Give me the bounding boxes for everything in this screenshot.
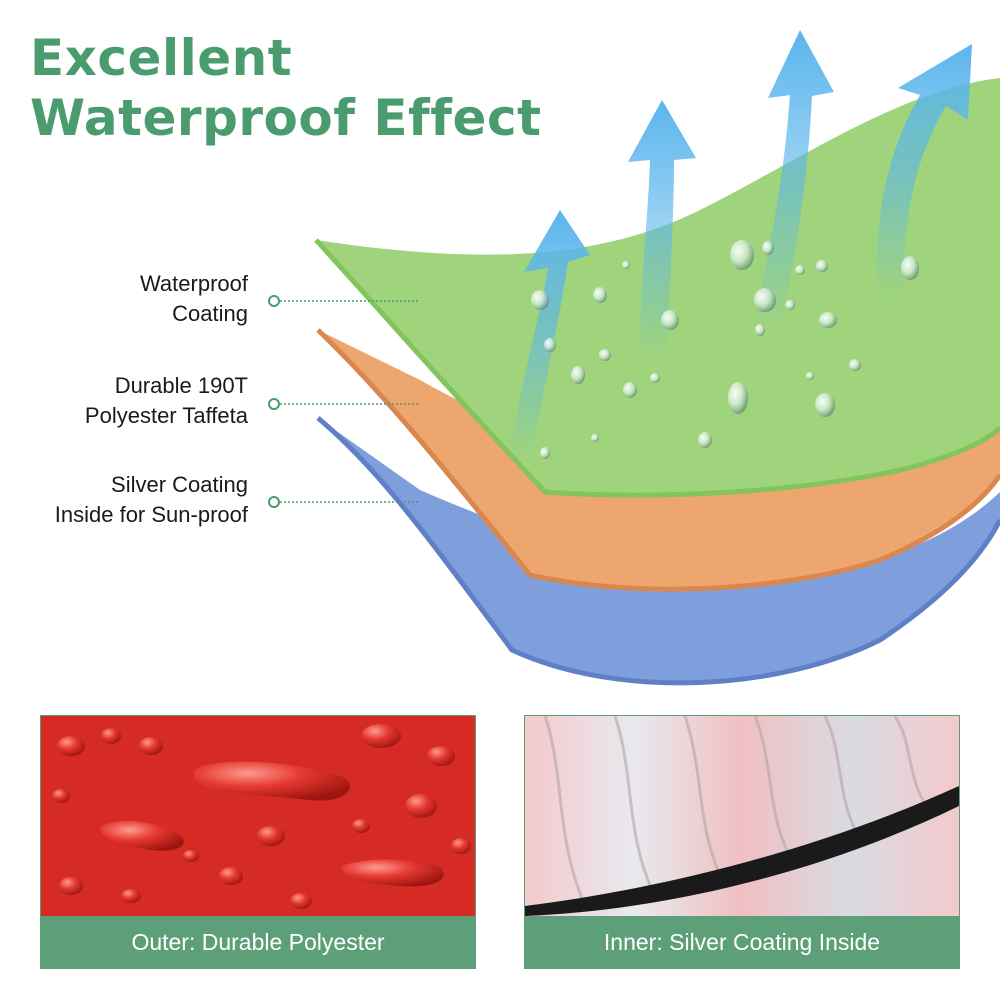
water-drops bbox=[531, 240, 919, 459]
water-drop-icon bbox=[52, 789, 70, 803]
connector-dot-icon bbox=[268, 398, 280, 410]
water-drop-icon bbox=[795, 265, 805, 275]
waterproof-coating-edge bbox=[314, 238, 1000, 498]
vapor-arrow-icon bbox=[876, 44, 972, 300]
water-drop-icon bbox=[57, 736, 85, 756]
vapor-arrow-icon bbox=[752, 30, 834, 330]
water-drop-icon bbox=[698, 432, 712, 448]
water-drop-icon bbox=[816, 260, 828, 272]
label-polyester-taffeta: Durable 190T Polyester Taffeta bbox=[85, 371, 248, 431]
silver-coating-edge bbox=[316, 416, 1000, 686]
elastic-hem bbox=[525, 786, 959, 916]
connector-dot-icon bbox=[268, 496, 280, 508]
connector-dot-icon bbox=[268, 295, 280, 307]
vapor-arrow-icon bbox=[628, 100, 696, 360]
water-drop-icon bbox=[257, 826, 285, 846]
label-line-1: Durable 190T bbox=[114, 373, 248, 398]
water-drop-icon bbox=[661, 310, 679, 330]
water-drop-icon bbox=[650, 373, 660, 383]
water-drop-icon bbox=[571, 366, 585, 384]
water-drop-icon bbox=[755, 324, 765, 336]
water-drop-icon bbox=[815, 393, 835, 417]
water-drop-icon bbox=[121, 889, 141, 903]
water-drop-icon bbox=[139, 737, 163, 755]
water-drop-icon bbox=[591, 434, 599, 442]
water-drops bbox=[52, 724, 471, 909]
headline-line-2: Waterproof Effect bbox=[30, 89, 542, 147]
headline-line-1: Excellent bbox=[30, 29, 293, 87]
vapor-arrows bbox=[510, 30, 972, 460]
inner-fabric-caption: Inner: Silver Coating Inside bbox=[525, 916, 959, 968]
water-drop-icon bbox=[762, 241, 774, 255]
water-drop-icon bbox=[451, 838, 471, 854]
label-line-2: Coating bbox=[172, 301, 248, 326]
fabric-layers-illustration bbox=[280, 30, 1000, 686]
inner-fabric-photo bbox=[525, 716, 959, 916]
water-drop-icon bbox=[341, 859, 444, 887]
label-waterproof-coating: Waterproof Coating bbox=[140, 269, 248, 329]
water-drop-icon bbox=[531, 290, 549, 310]
water-drop-icon bbox=[599, 349, 611, 361]
headline: Excellent Waterproof Effect bbox=[30, 28, 542, 148]
water-drop-icon bbox=[540, 447, 550, 459]
water-drop-icon bbox=[544, 338, 556, 352]
outer-fabric-photo bbox=[41, 716, 475, 916]
inner-fabric-panel: Inner: Silver Coating Inside bbox=[524, 715, 960, 969]
water-drop-icon bbox=[730, 240, 754, 270]
label-silver-coating: Silver Coating Inside for Sun-proof bbox=[55, 470, 248, 530]
water-drop-icon bbox=[901, 256, 919, 280]
polyester-taffeta-edge bbox=[316, 328, 1000, 592]
outer-fabric-caption: Outer: Durable Polyester bbox=[41, 916, 475, 968]
water-drop-icon bbox=[754, 288, 776, 312]
outer-fabric-panel: Outer: Durable Polyester bbox=[40, 715, 476, 969]
label-line-2: Polyester Taffeta bbox=[84, 403, 248, 428]
water-drop-icon bbox=[623, 382, 637, 398]
water-drop-icon bbox=[193, 761, 350, 801]
vapor-arrow-icon bbox=[510, 210, 590, 460]
water-drop-icon bbox=[183, 850, 199, 862]
water-drop-icon bbox=[622, 261, 630, 269]
water-drop-icon bbox=[593, 287, 607, 303]
water-drop-icon bbox=[849, 359, 861, 371]
water-drop-icon bbox=[100, 821, 184, 851]
water-drop-icon bbox=[728, 382, 748, 414]
label-line-1: Silver Coating bbox=[111, 472, 248, 497]
label-line-2: Inside for Sun-proof bbox=[54, 502, 248, 527]
water-drop-icon bbox=[59, 877, 83, 895]
water-drop-icon bbox=[405, 794, 437, 818]
water-drop-icon bbox=[352, 819, 370, 833]
water-drop-icon bbox=[785, 300, 795, 310]
water-drop-icon bbox=[427, 746, 455, 766]
connector-lines bbox=[280, 300, 420, 503]
water-drop-icon bbox=[806, 372, 814, 380]
water-drop-icon bbox=[101, 728, 121, 744]
water-drop-icon bbox=[361, 724, 401, 748]
water-drop-icon bbox=[219, 867, 243, 885]
water-drop-icon bbox=[819, 312, 837, 328]
polyester-taffeta-layer bbox=[318, 330, 1000, 590]
water-drop-icon bbox=[290, 893, 312, 909]
label-line-1: Waterproof bbox=[139, 271, 248, 296]
